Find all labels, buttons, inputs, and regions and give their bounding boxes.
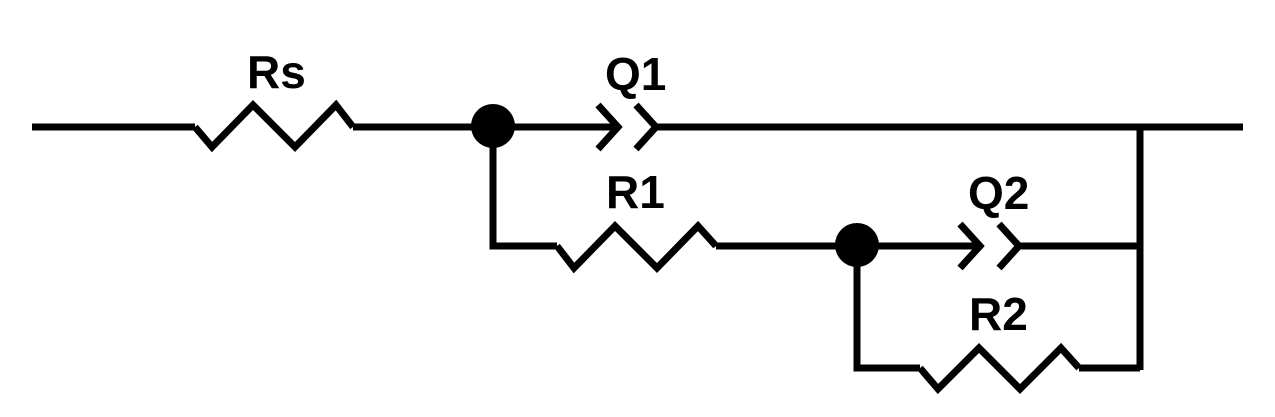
r2-resistor — [917, 342, 1082, 395]
junction-node-1 — [471, 104, 515, 148]
r1-resistor — [554, 220, 719, 274]
rs-label: Rs — [247, 46, 306, 98]
q1-label: Q1 — [605, 48, 666, 100]
r1-label: R1 — [606, 166, 665, 218]
q2-label: Q2 — [968, 167, 1029, 219]
node2-drop-wire — [853, 246, 920, 372]
junction-node-2 — [835, 223, 879, 267]
node1-drop-wire — [489, 127, 557, 250]
r2-label: R2 — [969, 288, 1028, 340]
rs-resistor — [192, 99, 356, 153]
